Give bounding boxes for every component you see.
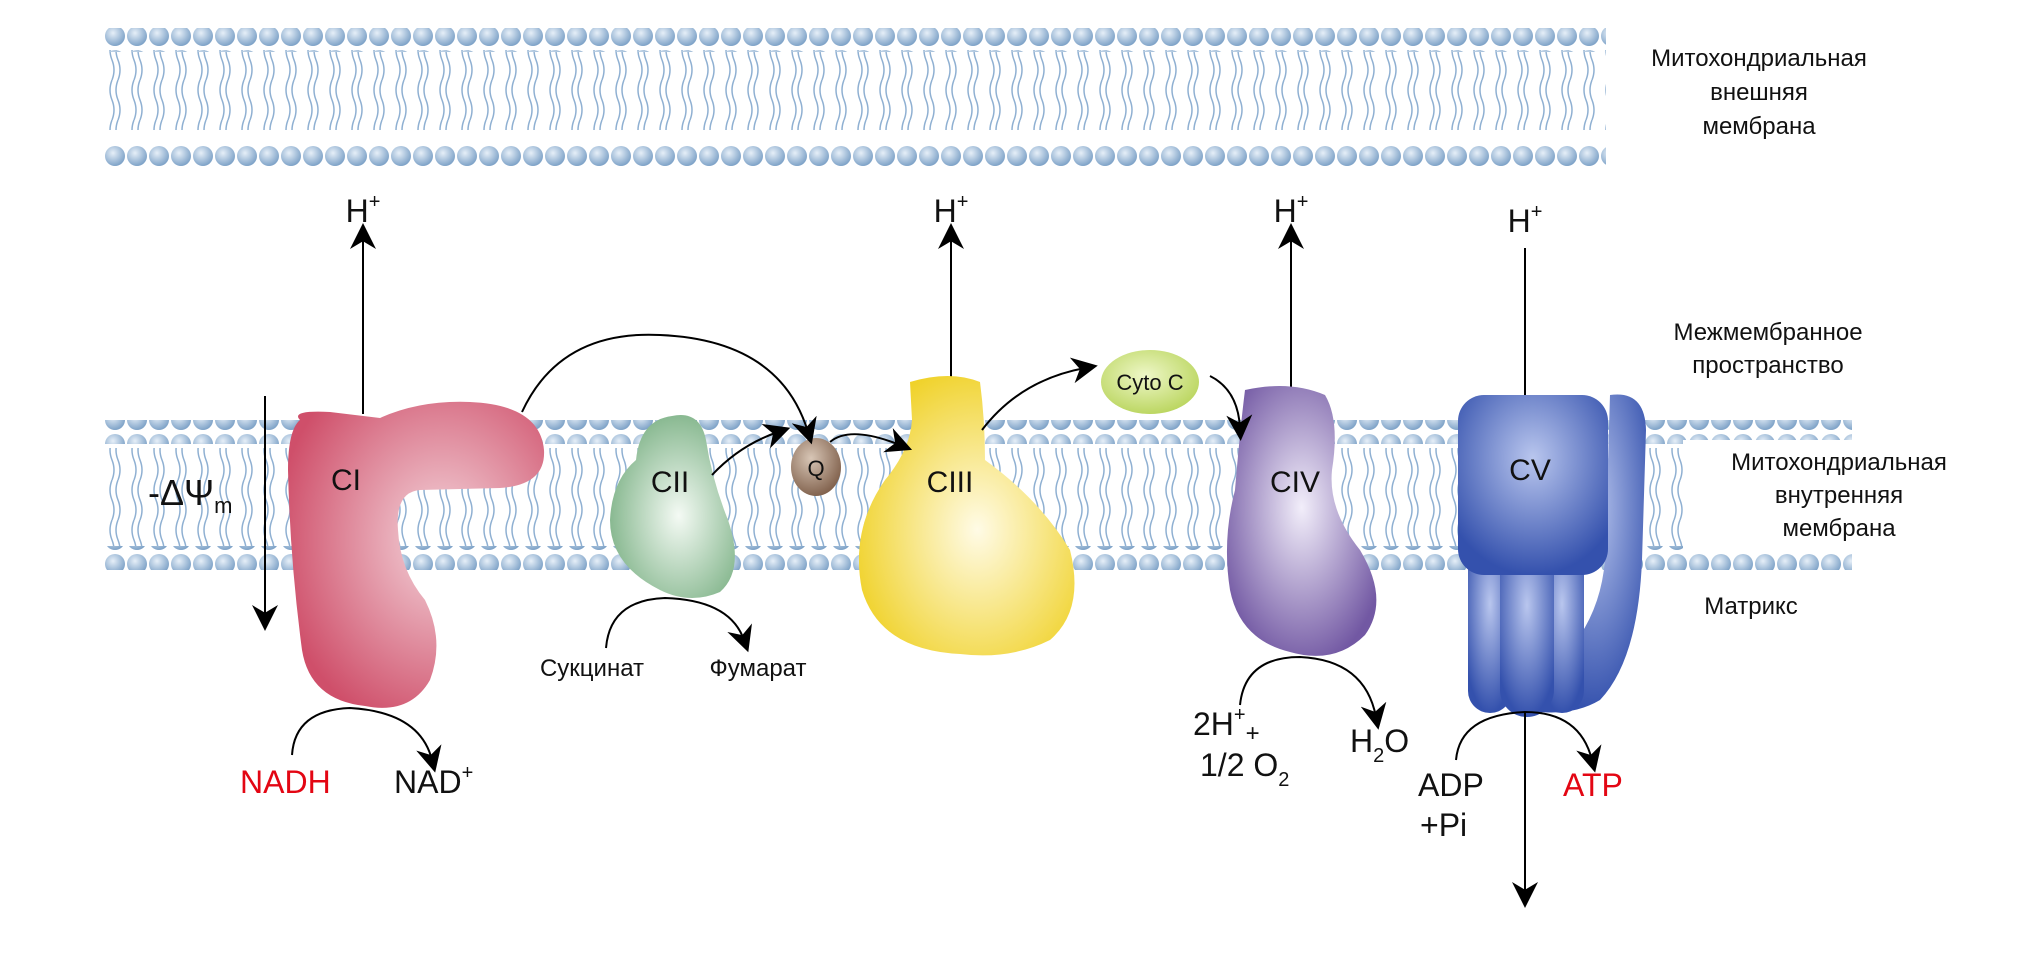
outer-membrane bbox=[104, 28, 1852, 166]
outer-membrane-label-1: Митохондриальная bbox=[1651, 45, 1867, 72]
adp-label: ADP bbox=[1418, 767, 1484, 803]
inner-membrane-label-1: Митохондриальная bbox=[1731, 449, 1947, 476]
intermembrane-label-2: пространство bbox=[1692, 352, 1843, 379]
ciii-to-cytoc-arrow bbox=[981, 357, 1098, 431]
fumarate-label: Фумарат bbox=[710, 655, 807, 682]
complex-v-label: CV bbox=[1509, 454, 1551, 487]
ubiquinone-q-shape bbox=[791, 438, 841, 496]
outer-membrane-label-bg bbox=[1606, 19, 1852, 169]
complex-ii-shape bbox=[610, 415, 735, 599]
pi-label: +Pi bbox=[1420, 807, 1467, 843]
complex-iv-shape bbox=[1226, 386, 1377, 656]
complex-i-label: CI bbox=[331, 464, 361, 497]
atp-synthesis-arrow bbox=[1455, 710, 1602, 773]
oxygen-reaction-arrow bbox=[1239, 655, 1387, 730]
matrix-label: Матрикс bbox=[1704, 593, 1798, 620]
ciii-proton-label: H+ bbox=[934, 191, 969, 229]
outer-membrane-label-2: внешняя bbox=[1710, 79, 1808, 106]
water-label: H2O bbox=[1350, 723, 1409, 767]
nadh-reaction-arrow bbox=[291, 706, 442, 773]
inner-membrane-label-3: мембрана bbox=[1782, 515, 1896, 542]
q-to-ciii-arrow bbox=[829, 428, 913, 453]
protons-in-label: 2H++ bbox=[1193, 704, 1260, 747]
cytochrome-c-label: Cyto C bbox=[1116, 370, 1183, 395]
inner-membrane-label-2: внутренняя bbox=[1775, 482, 1903, 509]
nad-label: NAD+ bbox=[394, 762, 473, 800]
cytochrome-c-shape bbox=[1101, 350, 1199, 414]
outer-membrane-label-3: мембрана bbox=[1702, 113, 1816, 140]
membrane-potential-label: -ΔΨm bbox=[148, 472, 232, 518]
ubiquinone-q-label: Q bbox=[807, 456, 824, 481]
complex-i-shape bbox=[288, 401, 545, 708]
cytoc-to-civ-arrow bbox=[1209, 375, 1253, 441]
nadh-label: NADH bbox=[240, 764, 331, 800]
intermembrane-label-1: Межмембранное bbox=[1673, 319, 1862, 346]
complex-v-shape bbox=[1458, 394, 1646, 717]
atp-label: ATP bbox=[1563, 767, 1623, 803]
ci-proton-label: H+ bbox=[346, 191, 381, 229]
succinate-label: Сукцинат bbox=[540, 655, 644, 682]
cii-to-q-arrow bbox=[711, 423, 791, 476]
oxygen-label: 1/2 O2 bbox=[1200, 747, 1289, 791]
complex-iii-shape bbox=[858, 376, 1075, 656]
civ-proton-label: H+ bbox=[1274, 191, 1309, 229]
cv-proton-label: H+ bbox=[1508, 201, 1543, 239]
complex-iv-label: CIV bbox=[1270, 466, 1320, 499]
complex-ii-label: CII bbox=[651, 466, 689, 499]
succinate-reaction-arrow bbox=[605, 596, 752, 653]
ci-to-q-arrow bbox=[521, 333, 817, 445]
inner-membrane-label-bg bbox=[1683, 440, 1963, 552]
complex-iii-label: CIII bbox=[927, 466, 974, 499]
